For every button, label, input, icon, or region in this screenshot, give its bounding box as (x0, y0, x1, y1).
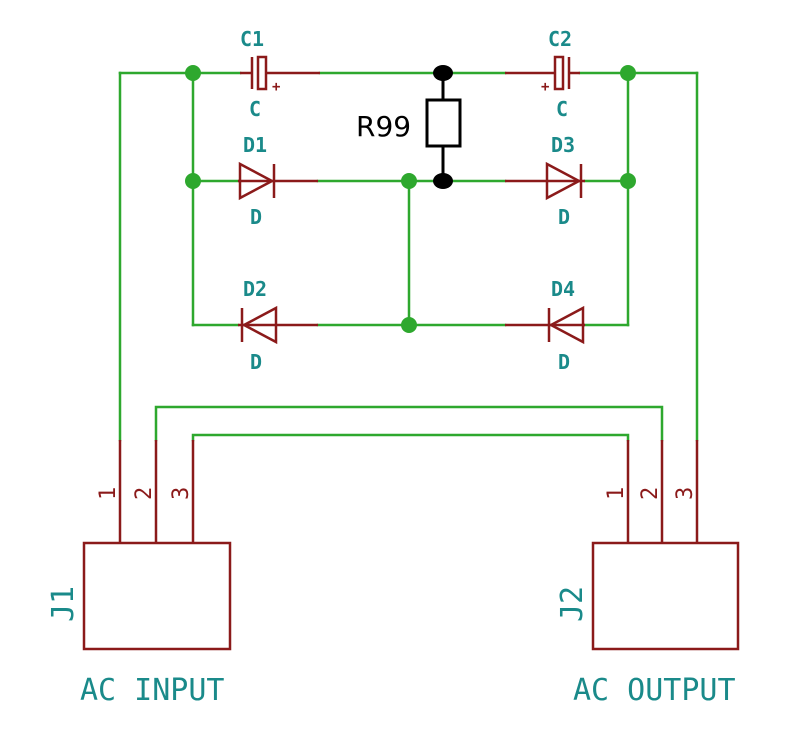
junctions (185, 65, 636, 333)
resistor-r99: R99 (356, 73, 462, 181)
d2-value-label: D (250, 350, 262, 374)
j2-ref-label: J2 (555, 586, 590, 622)
c1-value-label: C (249, 97, 261, 121)
diode-d3: D3 D (505, 133, 585, 229)
diode-d1: D1 D (238, 133, 318, 229)
j1-pin-3: 3 (169, 487, 194, 500)
junction-dot (185, 65, 201, 81)
c1-plus-label: + (272, 79, 280, 95)
wire-pin3-bus (191, 433, 630, 442)
d3-value-label: D (558, 205, 570, 229)
j1-label: AC INPUT (80, 673, 225, 708)
connector-j2: 1 2 3 J2 AC OUTPUT (555, 440, 740, 708)
j1-pin-2: 2 (132, 487, 157, 500)
diode-d4: D4 D (505, 277, 585, 374)
j1-ref-label: J1 (46, 586, 81, 622)
connector-j1: 1 2 3 J1 AC INPUT (46, 440, 232, 708)
junction-dot (620, 173, 636, 189)
c2-value-label: C (556, 97, 568, 121)
r99-ref-label: R99 (356, 110, 411, 143)
capacitor-c1: + C1 C (240, 27, 320, 121)
d4-ref-label: D4 (551, 277, 575, 301)
j2-pin-2: 2 (638, 487, 663, 500)
c2-ref-label: C2 (548, 27, 572, 51)
d3-ref-label: D3 (551, 133, 575, 157)
diode-d2: D2 D (238, 277, 318, 374)
wire-pin2-bus (154, 405, 664, 442)
c2-plus-label: + (541, 79, 549, 95)
d4-value-label: D (558, 350, 570, 374)
junction-dot (401, 173, 417, 189)
resistor-node-bottom (433, 173, 453, 189)
j1-pin-1: 1 (96, 487, 121, 500)
d1-value-label: D (250, 205, 262, 229)
j2-pin-3: 3 (673, 487, 698, 500)
junction-dot (185, 173, 201, 189)
resistor-node-top (433, 65, 453, 81)
c1-ref-label: C1 (240, 27, 264, 51)
d1-ref-label: D1 (243, 133, 267, 157)
j2-pin-1: 1 (604, 487, 629, 500)
junction-dot (401, 317, 417, 333)
junction-dot (620, 65, 636, 81)
j2-label: AC OUTPUT (573, 673, 736, 708)
capacitor-c2: + C2 C (505, 27, 580, 121)
d2-ref-label: D2 (243, 277, 267, 301)
